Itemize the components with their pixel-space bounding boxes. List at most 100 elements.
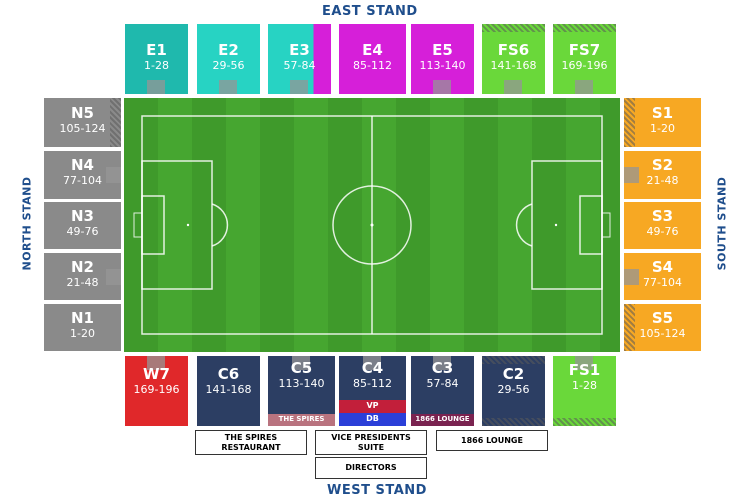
block-range: 85-112 — [353, 377, 392, 390]
block-range: 49-76 — [66, 225, 99, 238]
tunnel-icon — [624, 269, 639, 285]
spires-restaurant-box[interactable]: THE SPIRES RESTAURANT — [195, 430, 307, 455]
block-c4[interactable]: C4 85-112 VP DB — [339, 356, 406, 426]
tunnel-icon — [624, 167, 639, 183]
tunnel-icon — [219, 80, 237, 94]
block-range: 141-168 — [205, 383, 252, 396]
block-code: C6 — [217, 365, 240, 383]
hatch-pattern — [553, 418, 616, 426]
the-spires-label: THE SPIRES — [268, 414, 335, 426]
block-range: 1-20 — [650, 122, 675, 135]
block-code: S2 — [651, 156, 674, 174]
block-code: FS7 — [568, 41, 601, 59]
block-code: E3 — [289, 41, 310, 59]
tunnel-icon — [106, 269, 121, 285]
tunnel-icon — [363, 356, 381, 370]
block-s1[interactable]: S1 1-20 — [624, 98, 701, 147]
lounge-label-box: 1866 LOUNGE — [461, 435, 523, 445]
block-c5[interactable]: C5 113-140 THE SPIRES — [268, 356, 335, 426]
block-w7[interactable]: W7 169-196 — [125, 356, 188, 426]
tunnel-icon — [575, 356, 593, 370]
tunnel-icon — [433, 356, 451, 370]
tunnel-icon — [292, 356, 310, 370]
tunnel-icon — [147, 80, 165, 94]
block-code: N1 — [71, 309, 94, 327]
block-c2[interactable]: C2 29-56 — [482, 356, 545, 426]
block-code: C2 — [502, 365, 525, 383]
hatch-pattern — [482, 418, 545, 426]
block-n2[interactable]: N2 21-48 — [44, 253, 121, 300]
block-range: 1-28 — [144, 59, 169, 72]
block-s5[interactable]: S5 105-124 — [624, 304, 701, 351]
block-range: 29-56 — [212, 59, 245, 72]
directors-label: DIRECTORS — [345, 463, 397, 472]
block-code: C3 — [431, 359, 454, 377]
spires-restaurant-label: THE SPIRES RESTAURANT — [221, 432, 281, 452]
block-code: E1 — [146, 41, 167, 59]
tunnel-icon — [106, 167, 121, 183]
block-c3[interactable]: C3 57-84 1866 LOUNGE — [411, 356, 474, 426]
block-fs1[interactable]: FS1 1-28 — [553, 356, 616, 426]
block-range: 85-112 — [353, 59, 392, 72]
block-code: N3 — [71, 207, 94, 225]
vp-suite-box[interactable]: VICE PRESIDENTS SUITE — [315, 430, 427, 455]
block-code: S5 — [651, 309, 674, 327]
vp-label: VP — [339, 400, 406, 413]
block-e4[interactable]: E4 85-112 — [339, 24, 406, 94]
block-e2[interactable]: E2 29-56 — [197, 24, 260, 94]
db-label: DB — [339, 413, 406, 426]
block-range: 169-196 — [561, 59, 608, 72]
block-n1[interactable]: N1 1-20 — [44, 304, 121, 351]
lounge-label: 1866 LOUNGE — [411, 414, 474, 426]
hatch-pattern — [624, 98, 635, 147]
block-range: 29-56 — [497, 383, 530, 396]
block-code: FS6 — [497, 41, 530, 59]
block-e5[interactable]: E5 113-140 — [411, 24, 474, 94]
block-code: C4 — [361, 359, 384, 377]
block-range: 169-196 — [133, 383, 180, 396]
tunnel-icon — [575, 80, 593, 94]
block-range: 77-104 — [643, 276, 682, 289]
hatch-pattern — [482, 24, 545, 32]
block-range: 113-140 — [419, 59, 466, 72]
block-code: FS1 — [568, 361, 601, 379]
block-range: 1-28 — [572, 379, 597, 392]
block-code: W7 — [143, 365, 170, 383]
block-code: E5 — [432, 41, 453, 59]
block-e1[interactable]: E1 1-28 — [125, 24, 188, 94]
vp-suite-label: VICE PRESIDENTS SUITE — [331, 432, 411, 452]
block-code: N2 — [71, 258, 94, 276]
block-code: S1 — [651, 104, 674, 122]
block-range: 105-124 — [59, 122, 106, 135]
block-code: E4 — [362, 41, 383, 59]
block-e3[interactable]: E3 57-84 — [268, 24, 331, 94]
block-fs6[interactable]: FS6 141-168 — [482, 24, 545, 94]
block-range: 57-84 — [426, 377, 459, 390]
north-stand-title: NORTH STAND — [20, 176, 34, 271]
block-fs7[interactable]: FS7 169-196 — [553, 24, 616, 94]
lounge-box[interactable]: 1866 LOUNGE — [436, 430, 548, 451]
block-n4[interactable]: N4 77-104 — [44, 151, 121, 199]
block-range: 77-104 — [63, 174, 102, 187]
football-pitch — [124, 98, 620, 352]
block-n5[interactable]: N5 105-124 — [44, 98, 121, 147]
hatch-pattern — [482, 356, 545, 364]
tunnel-icon — [433, 80, 451, 94]
block-code: E2 — [218, 41, 239, 59]
block-c6[interactable]: C6 141-168 — [197, 356, 260, 426]
tunnel-icon — [147, 356, 165, 370]
block-s2[interactable]: S2 21-48 — [624, 151, 701, 199]
tunnel-icon — [504, 80, 522, 94]
directors-box[interactable]: DIRECTORS — [315, 457, 427, 479]
block-range: 21-48 — [646, 174, 679, 187]
block-range: 21-48 — [66, 276, 99, 289]
block-n3[interactable]: N3 49-76 — [44, 202, 121, 249]
block-s3[interactable]: S3 49-76 — [624, 202, 701, 249]
tunnel-icon — [290, 80, 308, 94]
block-s4[interactable]: S4 77-104 — [624, 253, 701, 300]
block-range: 113-140 — [278, 377, 325, 390]
block-code: S3 — [651, 207, 674, 225]
pitch-markings — [133, 115, 611, 335]
hatch-pattern — [624, 304, 635, 351]
west-stand-title: WEST STAND — [327, 483, 427, 498]
